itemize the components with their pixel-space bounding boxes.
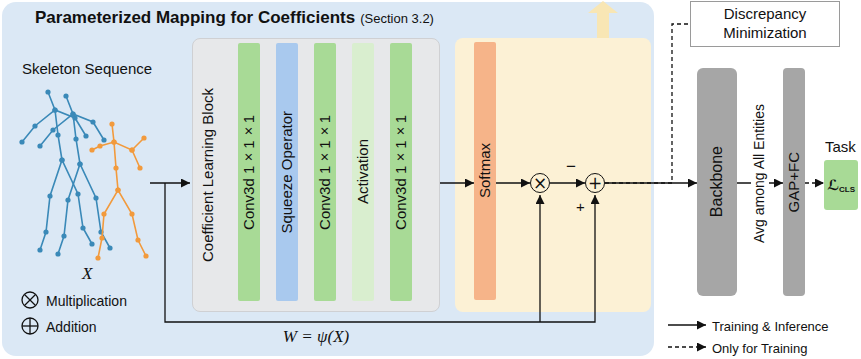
multiply-op: × — [530, 173, 550, 193]
task-loss: TaskℒCLS — [824, 138, 858, 214]
activation-layer: Activation — [352, 43, 374, 301]
edge-label: Avg among All Entities — [751, 102, 768, 249]
panel-title: Parameterized Mapping for Coefficients (S… — [35, 8, 434, 28]
sign-holder: − — [566, 157, 576, 177]
section-ref: (Section 3.2) — [360, 11, 434, 26]
softmax-panel — [455, 38, 651, 312]
coefficient-block: Coefficient Learning BlockW = ψ(X)Conv3d… — [192, 38, 440, 312]
legend-text: Multiplication — [46, 293, 127, 309]
edge-label-text: Avg among All Entities — [752, 104, 767, 243]
task-heading: Task — [825, 138, 856, 155]
conv-layer: Conv3d 1×1×1 — [238, 43, 260, 301]
input-wire — [150, 182, 190, 183]
conv-layer: Conv3d 1×1×1 — [314, 43, 336, 301]
skip-wire — [539, 195, 540, 322]
legend-item: Multiplication — [46, 292, 127, 310]
sign: + — [576, 198, 585, 215]
connector — [440, 182, 474, 183]
formula-holder: W = ψ(X) — [193, 327, 439, 347]
loss-box: ℒCLS — [824, 160, 858, 210]
connector — [605, 24, 690, 183]
input-symbol: X — [82, 264, 92, 283]
softmax-layer: Softmax — [474, 42, 496, 300]
layer-name: Conv3d 1×1×1 — [317, 115, 334, 230]
connector — [496, 182, 530, 183]
layer-name: GAP+FC — [786, 152, 803, 212]
connector — [550, 182, 585, 183]
box-text: Discrepancy Minimization — [697, 5, 833, 43]
formula: W = ψ(X) — [283, 327, 349, 346]
backbone-box: Backbone — [697, 68, 737, 296]
legend-item: Addition — [46, 318, 97, 336]
bone — [132, 138, 144, 150]
layer-name: Conv3d 1×1×1 — [393, 115, 410, 230]
multiply-symbol — [25, 295, 36, 306]
input-caption: Skeleton Sequence — [22, 60, 152, 77]
group-title: Coefficient Learning Block — [200, 88, 217, 262]
output-arrow — [588, 1, 618, 38]
skeleton-blue — [22, 92, 110, 254]
solid-arrow-sample — [668, 324, 706, 325]
bone — [66, 96, 80, 164]
input-caption-holder: Skeleton Sequence — [22, 60, 152, 78]
bone — [40, 114, 104, 146]
loss-symbol: ℒ — [827, 177, 839, 193]
sign: − — [566, 157, 576, 176]
bone — [92, 142, 140, 168]
layer-name: Activation — [355, 139, 372, 204]
sign-holder: + — [576, 198, 585, 216]
head-box: GAP+FC — [783, 68, 805, 296]
legend-text: Training & Inference — [712, 319, 829, 334]
loss-subscript: CLS — [839, 185, 855, 194]
layer-name: Backbone — [708, 146, 726, 217]
panel-title-text: Parameterized Mapping for Coefficients — [35, 8, 355, 27]
multiply-symbol — [25, 295, 36, 306]
bone — [48, 92, 62, 160]
bone — [112, 124, 118, 190]
squeeze-layer: Squeeze Operator — [276, 43, 298, 301]
add-symbol — [29, 318, 30, 334]
layer-name: Conv3d 1×1×1 — [241, 115, 258, 230]
operator-sign: × — [533, 175, 547, 192]
layer-name: Softmax — [477, 143, 494, 198]
group-title-holder: Coefficient Learning Block — [197, 43, 219, 307]
conv-layer: Conv3d 1×1×1 — [390, 43, 412, 301]
bone — [98, 190, 146, 258]
connector — [805, 182, 824, 183]
layer-name: Squeeze Operator — [279, 111, 296, 234]
loss-box: Discrepancy Minimization — [690, 1, 840, 47]
input-symbol-holder: X — [82, 264, 92, 284]
multiply-symbol — [22, 292, 38, 308]
add-op: + — [585, 173, 605, 193]
skeleton-orange — [92, 124, 146, 258]
operator-sign: + — [588, 175, 602, 192]
legend-item: Training & Inference — [712, 317, 829, 335]
legend-item: Only for Training — [712, 339, 807, 357]
legend-text: Only for Training — [712, 341, 807, 356]
legend-text: Addition — [46, 319, 97, 335]
dashed-arrow-sample — [668, 346, 706, 347]
add-symbol — [22, 318, 38, 334]
